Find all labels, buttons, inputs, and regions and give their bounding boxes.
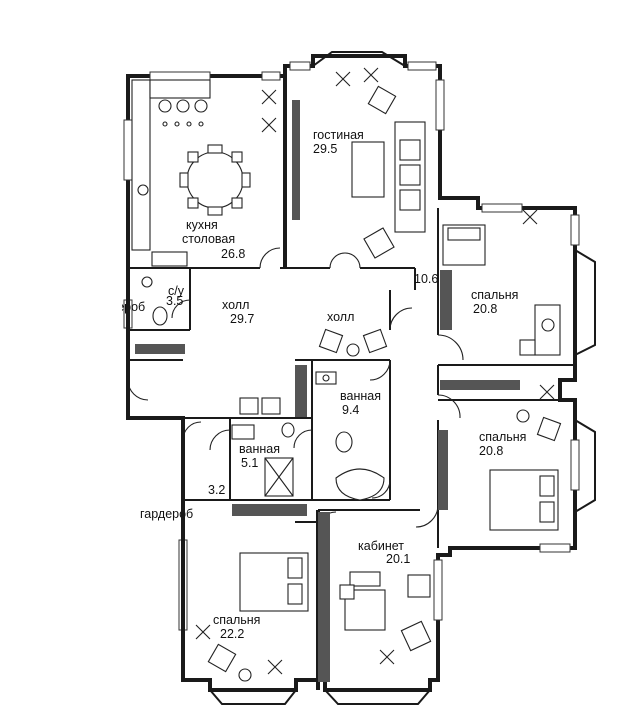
bedroom3-name: спальня — [213, 613, 260, 627]
bath1-area: 9.4 — [342, 403, 359, 417]
hall-furniture — [318, 328, 388, 357]
kitchen-area: 26.8 — [221, 247, 245, 261]
doors — [127, 247, 464, 531]
bath2-name: ванная — [239, 442, 280, 456]
wardrobe2-name: гардероб — [140, 507, 193, 521]
kitchen-name: кухня — [186, 218, 218, 232]
living-furniture — [335, 67, 426, 259]
outer-walls — [126, 51, 596, 705]
left-wall-overdraw-2 — [181, 418, 185, 680]
cabinet-furniture — [339, 571, 432, 665]
cabinet-area: 20.1 — [386, 552, 410, 566]
bedroom2-name: спальня — [479, 430, 526, 444]
bath1-name: ванная — [340, 389, 381, 403]
living-name: гостиная — [313, 128, 364, 142]
bedroom1-furniture — [442, 209, 561, 356]
hall1-name: холл — [222, 298, 249, 312]
bedroom3-furniture — [195, 552, 309, 682]
wc-name: с/у — [168, 284, 185, 298]
dining-name: столовая — [182, 232, 235, 246]
left-wall-overdraw — [126, 280, 130, 418]
kitchen-furniture — [131, 79, 277, 267]
wardrobe2-area: 3.2 — [208, 483, 225, 497]
bedroom2-area: 20.8 — [479, 444, 503, 458]
bath-furniture — [141, 276, 385, 501]
bedroom3-area: 22.2 — [220, 627, 244, 641]
cabinet-name: кабинет — [358, 539, 404, 553]
hall2-name: холл — [327, 310, 354, 324]
bedroom1-area: 20.8 — [473, 302, 497, 316]
left-mask — [0, 290, 122, 530]
bath2-area: 5.1 — [241, 456, 258, 470]
hall1-area: 29.7 — [230, 312, 254, 326]
wardrobe-rails — [135, 100, 520, 682]
corridor-area: 10.6 — [414, 272, 438, 286]
living-area: 29.5 — [313, 142, 337, 156]
wc-area: 3.5 — [166, 294, 183, 308]
bedroom1-name: спальня — [471, 288, 518, 302]
bedroom2-furniture — [489, 384, 562, 531]
room-labels: гостиная 29.5 кухня столовая 26.8 с/у 3.… — [92, 128, 526, 641]
